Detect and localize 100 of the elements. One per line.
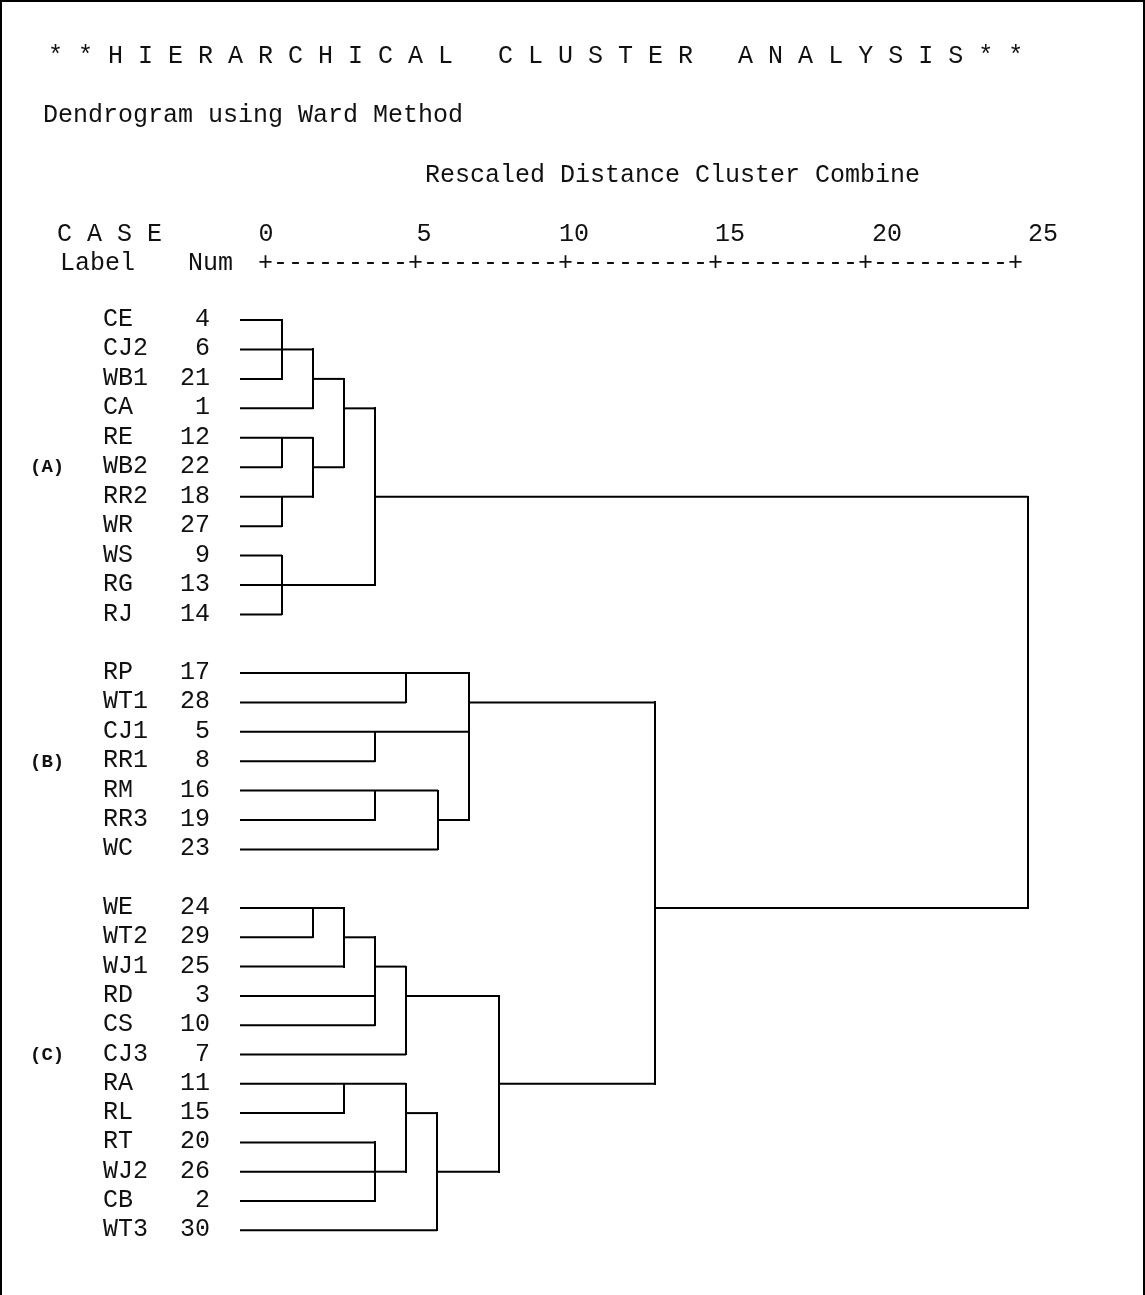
subtitle: Dendrogram using Ward Method bbox=[43, 102, 464, 130]
case-label: RT bbox=[103, 1128, 133, 1157]
dendrogram-branch bbox=[374, 789, 439, 792]
case-number: 13 bbox=[180, 571, 210, 600]
dendrogram-branch bbox=[239, 701, 407, 704]
tick-label: 15 bbox=[715, 221, 745, 249]
case-number: 18 bbox=[180, 482, 210, 511]
dendrogram-branch bbox=[239, 1200, 376, 1202]
case-label: RR3 bbox=[103, 806, 148, 834]
dendrogram-branch bbox=[281, 584, 376, 587]
case-number: 10 bbox=[180, 1011, 210, 1040]
tick-label: 10 bbox=[559, 221, 589, 249]
case-label: CJ2 bbox=[103, 335, 148, 364]
case-number: 16 bbox=[180, 776, 210, 805]
dendrogram-branch bbox=[405, 672, 470, 674]
case-label: CA bbox=[103, 394, 133, 423]
dendrogram-branch bbox=[405, 994, 500, 997]
dendrogram-branch bbox=[374, 495, 1029, 498]
dendrogram-branch bbox=[239, 1053, 407, 1056]
dendrogram-branch bbox=[239, 1229, 438, 1232]
dendrogram-branch bbox=[239, 1170, 376, 1173]
scale-ruler: +---------+---------+---------+---------+---------+ bbox=[258, 250, 1024, 278]
case-label: CJ3 bbox=[103, 1040, 148, 1069]
case-number: 20 bbox=[180, 1128, 210, 1157]
column-header: C A S E bbox=[57, 221, 163, 249]
case-label: WB2 bbox=[103, 453, 148, 482]
case-number: 6 bbox=[195, 335, 210, 364]
case-label: WT3 bbox=[103, 1216, 148, 1245]
case-label: CB bbox=[103, 1187, 133, 1215]
dendrogram-branch bbox=[239, 319, 283, 321]
case-label: WS bbox=[103, 541, 133, 570]
case-label: WJ1 bbox=[103, 952, 148, 981]
case-number: 22 bbox=[180, 453, 210, 482]
dendrogram-branch bbox=[239, 994, 376, 997]
case-label: RR2 bbox=[103, 482, 148, 511]
case-number: 9 bbox=[195, 541, 210, 570]
case-number: 3 bbox=[195, 981, 210, 1010]
dendrogram-branch bbox=[239, 466, 283, 469]
case-number: 11 bbox=[180, 1069, 210, 1098]
case-label: WJ2 bbox=[103, 1157, 148, 1186]
dendrogram-branch bbox=[312, 466, 345, 469]
group-label: (C) bbox=[30, 1043, 65, 1068]
case-number: 23 bbox=[180, 835, 210, 864]
case-label: WT2 bbox=[103, 923, 148, 952]
case-number: 7 bbox=[195, 1040, 210, 1069]
dendrogram-branch bbox=[239, 848, 439, 851]
dendrogram-branch bbox=[374, 965, 407, 968]
dendrogram-branch bbox=[374, 730, 470, 733]
dendrogram-branch bbox=[239, 1024, 376, 1027]
tick-label: 25 bbox=[1028, 221, 1058, 249]
group-label: (B) bbox=[30, 750, 65, 775]
case-number: 28 bbox=[180, 688, 210, 717]
case-number: 17 bbox=[180, 659, 210, 687]
case-number: 24 bbox=[180, 894, 210, 922]
dendrogram-branch bbox=[498, 1082, 656, 1085]
dendrogram-branch bbox=[239, 730, 376, 733]
dendrogram-branch bbox=[312, 907, 345, 909]
dendrogram-branch bbox=[239, 525, 283, 528]
case-label: CJ1 bbox=[103, 717, 148, 746]
title: * * H I E R A R C H I C A L C L U S T E R A N A L Y S I S * * bbox=[48, 43, 1024, 71]
case-number: 30 bbox=[180, 1216, 210, 1245]
dendrogram-branch bbox=[239, 1112, 345, 1115]
dendrogram-branch bbox=[239, 377, 283, 380]
dendrogram-branch bbox=[312, 377, 345, 380]
dendrogram-branch bbox=[239, 760, 376, 763]
case-number: 8 bbox=[195, 747, 210, 776]
case-label: RL bbox=[103, 1099, 133, 1128]
dendrogram-branch bbox=[437, 819, 470, 821]
case-label: RP bbox=[103, 659, 133, 687]
case-label: CE bbox=[103, 306, 133, 334]
dendrogram-branch bbox=[239, 819, 376, 821]
dendrogram-branch bbox=[239, 965, 345, 968]
case-label: RR1 bbox=[103, 747, 148, 776]
column-header: Label bbox=[60, 250, 135, 278]
case-label: WC bbox=[103, 835, 133, 864]
dendrogram-branch bbox=[239, 436, 283, 439]
dendrogram-branch bbox=[436, 1170, 500, 1173]
dendrogram-branch bbox=[239, 407, 314, 410]
dendrogram-branch bbox=[654, 907, 1029, 909]
case-number: 25 bbox=[180, 952, 210, 981]
axis-title: Rescaled Distance Cluster Combine bbox=[425, 162, 921, 190]
case-label: CS bbox=[103, 1011, 133, 1040]
case-label: WR bbox=[103, 512, 133, 541]
case-number: 14 bbox=[180, 600, 210, 629]
group-label: (A) bbox=[30, 455, 65, 480]
case-number: 12 bbox=[180, 423, 210, 452]
dendrogram-branch bbox=[281, 348, 314, 351]
dendrogram-branch bbox=[281, 436, 314, 439]
tick-label: 20 bbox=[872, 221, 902, 249]
case-number: 21 bbox=[180, 364, 210, 393]
case-label: RG bbox=[103, 571, 133, 600]
case-number: 1 bbox=[195, 394, 210, 423]
dendrogram-branch bbox=[281, 495, 314, 498]
case-label: WB1 bbox=[103, 364, 148, 393]
case-number: 26 bbox=[180, 1157, 210, 1186]
case-number: 19 bbox=[180, 806, 210, 834]
case-label: RD bbox=[103, 981, 133, 1010]
case-label: RJ bbox=[103, 600, 133, 629]
dendrogram-branch bbox=[239, 584, 283, 587]
dendrogram-branch bbox=[239, 936, 314, 939]
